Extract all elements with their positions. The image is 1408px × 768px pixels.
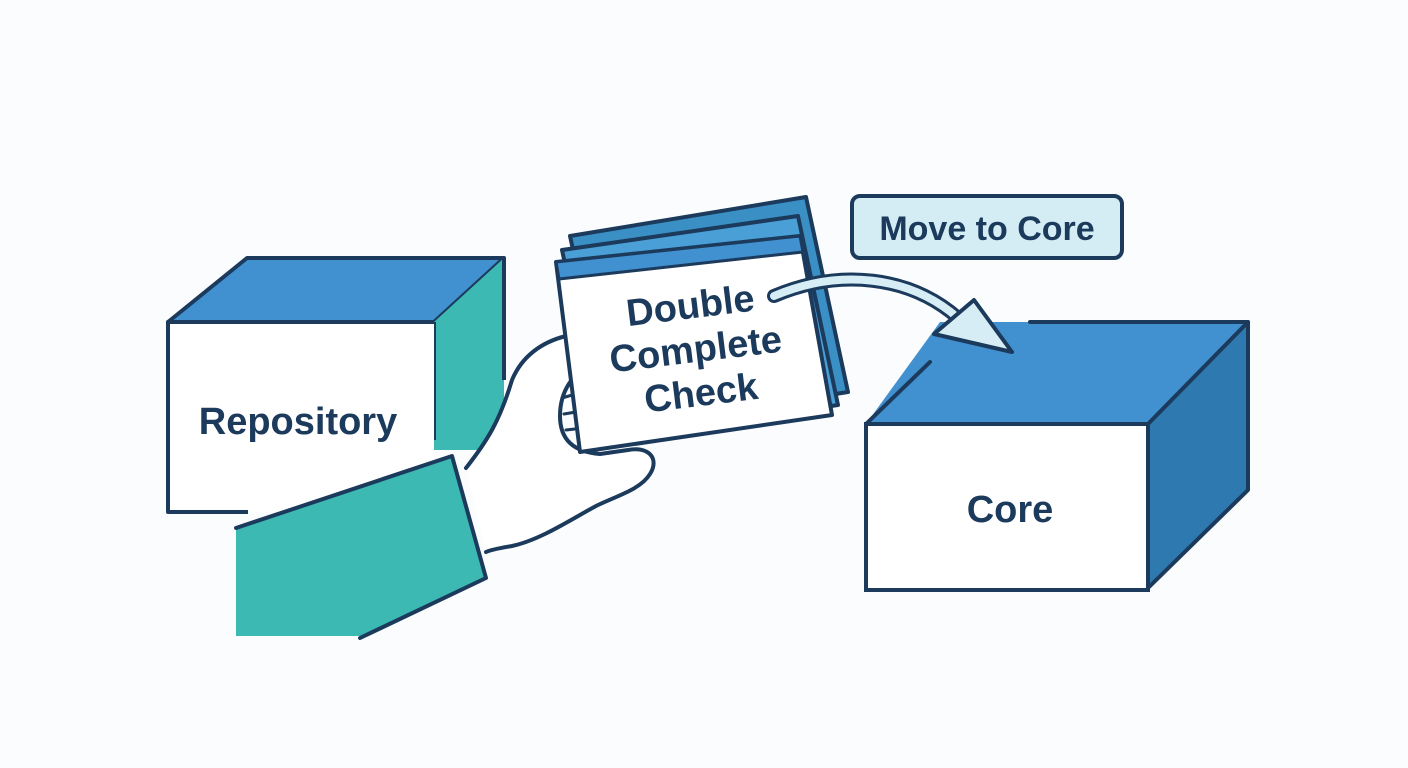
core-label: Core <box>967 489 1054 531</box>
card-front-header <box>554 234 805 281</box>
repository-box-side-face <box>434 258 504 450</box>
move-to-core-tag-bg <box>850 194 1124 260</box>
repository-box-front-face <box>168 322 434 512</box>
curved-arrow-icon <box>767 272 1014 354</box>
curved-arrow-head <box>932 298 1014 354</box>
repository-box: Repository <box>166 256 506 514</box>
sleeve-shape <box>236 456 486 636</box>
hand-palm <box>464 334 656 554</box>
curved-arrow-shaft-inner <box>770 275 962 322</box>
core-box-front-face <box>864 422 1150 592</box>
move-to-core-tag: Move to Core <box>850 194 1124 260</box>
move-to-core-label: Move to Core <box>879 210 1094 248</box>
core-box-top-face <box>866 322 1248 424</box>
card-text-group: Double Complete Check <box>607 278 784 422</box>
sleeve <box>234 454 488 640</box>
core-box: Core <box>864 320 1250 592</box>
repository-label: Repository <box>199 401 397 443</box>
card-stack: Double Complete Check <box>554 195 850 454</box>
